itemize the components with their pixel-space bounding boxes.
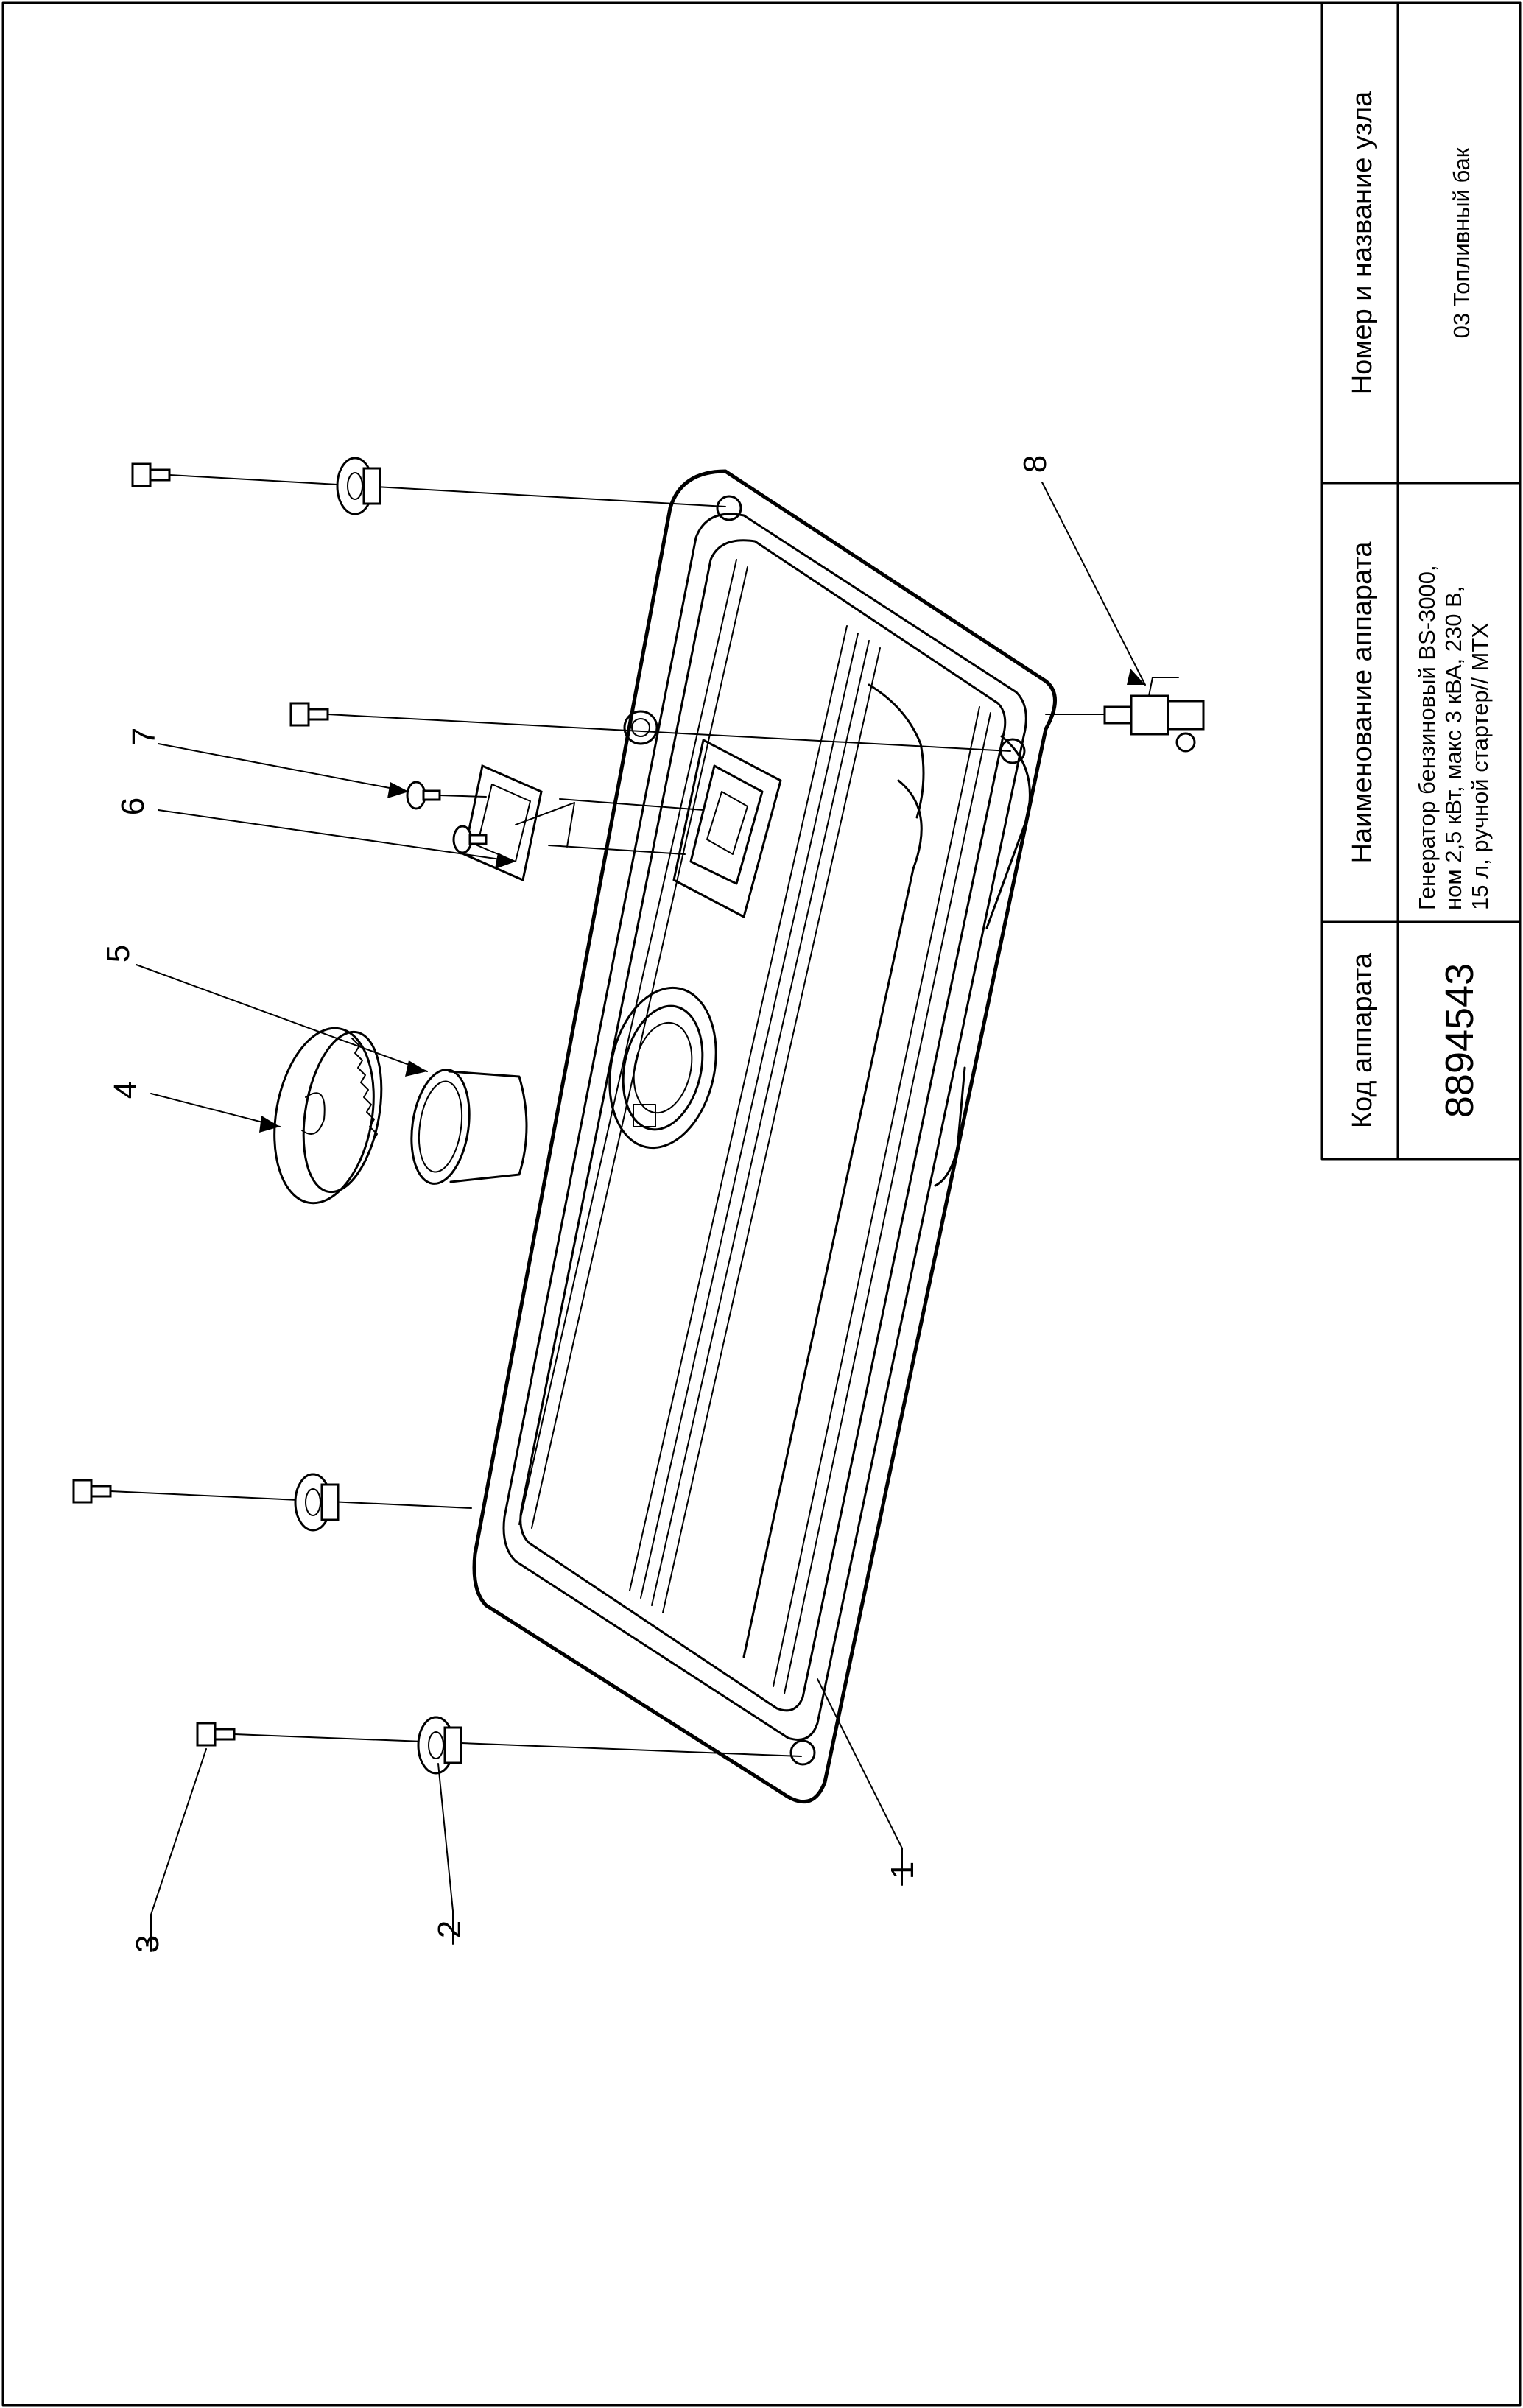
- mount-hardware: [72, 457, 1011, 1775]
- fuel-gauge: [462, 764, 704, 882]
- callout-1: 1: [884, 1862, 921, 1879]
- bolt-top: [131, 462, 726, 507]
- callout-2: 2: [432, 1921, 468, 1938]
- device-header: Наименование аппарата: [1347, 541, 1378, 864]
- callout-4: 4: [108, 1081, 144, 1099]
- code-value: 8894543: [1438, 963, 1482, 1118]
- fuel-strainer: [410, 1069, 528, 1185]
- grommet-bottom: [417, 1716, 462, 1775]
- unit-value: 03 Топливный бак: [1449, 147, 1474, 338]
- callout-8: 8: [1017, 455, 1053, 473]
- bolt-bottom: [196, 1722, 802, 1757]
- screw-set: [406, 781, 488, 854]
- callout-labels: 1 2 3 4 5 6 7 8: [100, 455, 1053, 1953]
- device-line-3: 15 л, ручной стартер// MTX: [1467, 623, 1493, 910]
- callout-leaders: [136, 482, 1146, 1952]
- grommet-lower: [294, 1473, 340, 1532]
- device-line-2: ном 2,5 кВт, макс 3 кВА, 230 В,: [1441, 586, 1466, 910]
- callout-6: 6: [115, 798, 151, 815]
- callout-5: 5: [100, 945, 136, 962]
- unit-header: Номер и название узла: [1347, 91, 1378, 395]
- callout-7: 7: [126, 728, 162, 745]
- callout-3: 3: [130, 1935, 166, 1953]
- code-header: Код аппарата: [1347, 952, 1378, 1128]
- grommet-top: [336, 457, 381, 515]
- fuel-valve: [1045, 677, 1205, 753]
- fuel-tank: [472, 469, 1057, 1804]
- title-block: Код аппарата 8894543 Наименование аппара…: [1320, 1, 1522, 1161]
- fuel-cap: [273, 1027, 383, 1205]
- bolt-middle: [289, 702, 1011, 752]
- bolt-lower: [72, 1479, 472, 1509]
- device-line-1: Генератор бензиновый BS-3000,: [1414, 565, 1440, 910]
